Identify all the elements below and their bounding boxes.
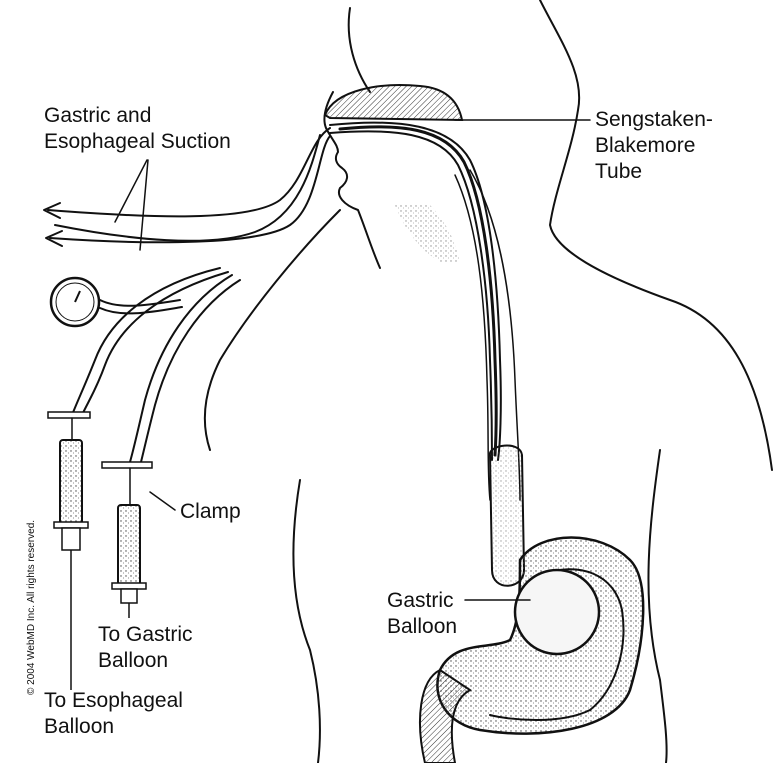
to-gastric-label-line1: To Gastric: [98, 623, 193, 646]
pressure-gauge-icon: [51, 278, 99, 326]
suction-label-line1: Gastric and: [44, 104, 151, 127]
gastric-balloon: [515, 570, 599, 654]
to-esophageal-label-line1: To Esophageal: [44, 689, 183, 712]
gastric-balloon-label-line2: Balloon: [387, 615, 457, 638]
to-esophageal-label-line2: Balloon: [44, 715, 114, 738]
clamp-label: Clamp: [180, 500, 241, 523]
to-gastric-label-line2: Balloon: [98, 649, 168, 672]
gastric-syringe: [102, 462, 152, 618]
tube-label-line3: Tube: [595, 160, 642, 183]
tube-label-line1: Sengstaken-: [595, 108, 713, 131]
tube-label-line2: Blakemore: [595, 134, 695, 157]
esophageal-syringe: [48, 412, 90, 690]
suction-label-line2: Esophageal Suction: [44, 130, 231, 153]
stomach: [420, 538, 643, 763]
gastric-balloon-label-line1: Gastric: [387, 589, 454, 612]
nasal-cavity: [325, 85, 462, 120]
sengstaken-blakemore-tube: [330, 123, 520, 500]
copyright-notice: © 2004 WebMD Inc. All rights reserved.: [26, 520, 37, 695]
